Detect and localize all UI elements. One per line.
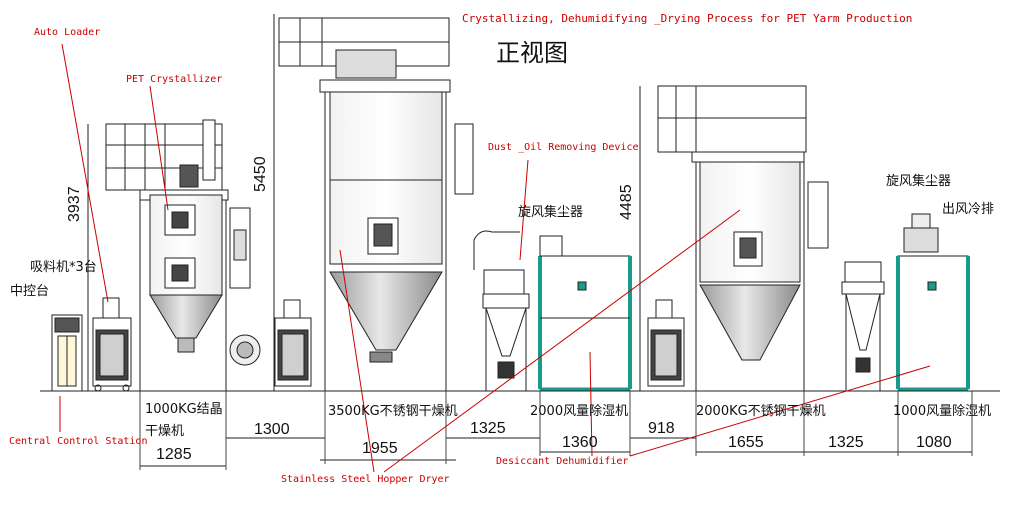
- dim-1325a: 1325: [470, 420, 506, 437]
- label-dehum-1000: 1000风量除湿机: [893, 404, 992, 419]
- callout-line-desiccant-a: [589, 351, 593, 457]
- cyclone-collector-2: [841, 261, 885, 391]
- callout-line-dust: [519, 159, 529, 261]
- callout-line-hopper-a: [339, 249, 375, 473]
- callout-auto-loader: Auto Loader: [34, 27, 101, 38]
- suction-loader-2: [274, 299, 312, 387]
- callout-central-control: Central Control Station: [9, 436, 148, 447]
- label-dehum-2000: 2000风量除湿机: [530, 404, 629, 419]
- label-cyclone-2: 旋风集尘器: [886, 174, 952, 189]
- dim-5450: 5450: [252, 156, 269, 192]
- dehumidifier-1000: [896, 213, 970, 391]
- dim-918: 918: [648, 420, 675, 437]
- dim-1300: 1300: [254, 421, 290, 438]
- central-control-station: [51, 314, 83, 392]
- label-suction: 吸料机*3台: [30, 260, 97, 275]
- label-dryer-2000: 2000KG不锈钢干燥机: [696, 404, 826, 419]
- label-dryer-3500: 3500KG不锈钢干燥机: [328, 404, 458, 419]
- view-label: 正视图: [496, 39, 568, 67]
- callout-pet-crystallizer: PET Crystallizer: [126, 74, 223, 85]
- label-crystal-1: 1000KG结晶: [145, 402, 223, 417]
- dehumidifier-2000: [538, 235, 632, 391]
- callout-line-hopper-b: [383, 209, 741, 473]
- label-control-panel: 中控台: [10, 284, 50, 299]
- suction-loader-1: [92, 297, 132, 392]
- dim-1360: 1360: [562, 434, 598, 451]
- hopper-dryer-2000: [657, 85, 829, 391]
- label-cyclone-1: 旋风集尘器: [518, 205, 584, 220]
- callout-line-auto-loader: [61, 43, 109, 303]
- dim-1955: 1955: [362, 440, 398, 457]
- dim-1285: 1285: [156, 446, 192, 463]
- label-air-cool: 出风冷排: [942, 202, 995, 217]
- dim-1080: 1080: [916, 434, 952, 451]
- cyclone-collector-1: [473, 230, 530, 391]
- callout-line-crystallizer: [149, 85, 169, 211]
- dim-1325b: 1325: [828, 434, 864, 451]
- dim-4485: 4485: [618, 184, 635, 220]
- callout-dust-oil-device: Dust _Oil Removing Device: [488, 142, 639, 153]
- callout-line-desiccant-b: [629, 365, 931, 457]
- dim-3937: 3937: [66, 186, 83, 222]
- hopper-dryer-3500: [278, 17, 474, 391]
- callout-hopper-dryer: Stainless Steel Hopper Dryer: [281, 474, 450, 485]
- callout-desiccant: Desiccant Dehumidifier: [496, 456, 629, 467]
- diagram-title: Crystallizing, Dehumidifying _Drying Pro…: [462, 12, 913, 25]
- label-crystal-2: 干燥机: [145, 424, 185, 439]
- suction-loader-3: [647, 299, 685, 387]
- dim-1655: 1655: [728, 434, 764, 451]
- crystallizer-body: [149, 119, 261, 366]
